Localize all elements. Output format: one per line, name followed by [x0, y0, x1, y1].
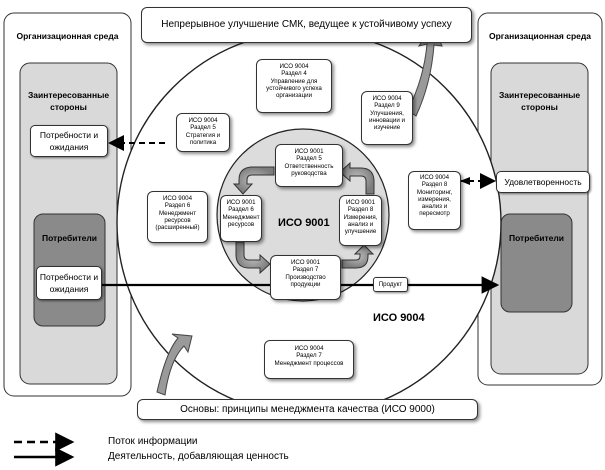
cycle-arrow-bottom-right	[341, 244, 375, 269]
section-line: Раздел 6	[164, 202, 191, 210]
section-line: Раздел 8	[347, 206, 374, 214]
section-line: анализ и	[347, 220, 374, 228]
section-line: Производство	[285, 273, 326, 281]
section-line: пересмотр	[419, 210, 450, 218]
section-line: Раздел 9	[374, 102, 400, 110]
section-line: Ответственность	[284, 162, 334, 170]
section-line: ИСО 9004	[188, 117, 218, 124]
section-line: ИСО 9001	[290, 259, 321, 266]
section-line: Раздел 5	[190, 124, 216, 132]
section-line: инновации и	[368, 116, 406, 124]
right-customers-title: Потребители	[508, 233, 565, 243]
right-customers-panel	[500, 213, 573, 313]
iso9001-label: ИСО 9001	[278, 217, 330, 229]
left-needs-box: Потребности и ожидания	[30, 125, 108, 157]
section-line: анализ и	[421, 203, 448, 211]
left-needs-text: Потребности и ожидания	[39, 130, 99, 152]
section-line: ресурсов	[164, 216, 191, 224]
section-line: Менеджмент процессов	[274, 359, 344, 367]
section-line: продукции	[290, 280, 321, 288]
top-banner-text: Непрерывное улучшение СМК, ведущее к уст…	[161, 18, 452, 30]
product-text: Продукт	[378, 280, 403, 288]
left-customer-needs-box: Потребности и ожидания	[36, 266, 102, 300]
section-line: Менеджмент	[158, 209, 197, 217]
cycle-arrow-bottom-left	[235, 241, 271, 275]
section-line: ИСО 9004	[279, 63, 309, 70]
cycle-arrow-top-left	[232, 166, 275, 195]
section-line: Раздел 8	[421, 181, 448, 189]
left-env-title: Организационная среда	[16, 31, 119, 41]
section-line: Стратегия и	[185, 131, 221, 139]
top-banner: Непрерывное улучшение СМК, ведущее к уст…	[141, 7, 472, 43]
left-customers-title: Потребители	[41, 233, 98, 243]
section-line: ИСО 9001	[345, 199, 376, 206]
section-line: Менеджмент	[222, 213, 260, 221]
right-env-title: Организационная среда	[489, 31, 591, 41]
cycle-arrow-top-right	[339, 161, 375, 195]
section-line: изучение	[373, 124, 401, 132]
section-line: ИСО 9004	[372, 95, 402, 102]
right-satisfaction-text: Удовлетворенность	[504, 177, 582, 187]
section-line: измерения,	[418, 195, 451, 203]
legend-info-flow-text: Поток информации	[108, 436, 198, 447]
section-line: Раздел 4	[281, 70, 307, 78]
section-line: ИСО 9001	[226, 199, 256, 206]
section-line: Измерения,	[343, 213, 378, 221]
product-tag: Продукт	[373, 277, 408, 292]
section-line: Раздел 7	[296, 352, 322, 360]
left-customer-needs-text: Потребности и ожидания	[39, 272, 99, 294]
section-line: ИСО 9004	[419, 174, 450, 181]
legend-value-activity-text: Деятельность, добавляющая ценность	[108, 451, 289, 462]
section-line: ИСО 9004	[162, 195, 193, 202]
section-line: Улучшения,	[370, 109, 404, 117]
iso9004-label: ИСО 9004	[373, 312, 425, 324]
section-line: улучшение	[344, 228, 377, 236]
right-stakeholders-title: Заинтересованные стороны	[498, 90, 581, 112]
improvement-arrow-bottom	[156, 333, 193, 396]
section-line: Мониторинг,	[416, 188, 453, 196]
section-line: (расширенный)	[155, 224, 200, 232]
section-line: ИСО 9001	[294, 148, 324, 155]
section-line: политика	[189, 138, 217, 146]
right-satisfaction-box: Удовлетворенность	[496, 171, 590, 193]
section-line: организации	[275, 92, 313, 100]
section-line: Управление для	[270, 77, 318, 85]
section-line: Раздел 7	[292, 266, 319, 274]
bottom-banner-text: Основы: принципы менеджмента качества (И…	[180, 404, 435, 415]
section-line: Раздел 6	[228, 206, 254, 214]
section-line: руководства	[291, 169, 327, 177]
section-line: Раздел 5	[296, 155, 322, 163]
bottom-banner: Основы: принципы менеджмента качества (И…	[137, 399, 478, 420]
section-line: ИСО 9004	[294, 345, 324, 352]
section-line: ресурсов	[227, 220, 255, 228]
left-stakeholders-title: Заинтересованные стороны	[27, 90, 110, 112]
section-line: устойчивого успеха	[266, 84, 322, 92]
